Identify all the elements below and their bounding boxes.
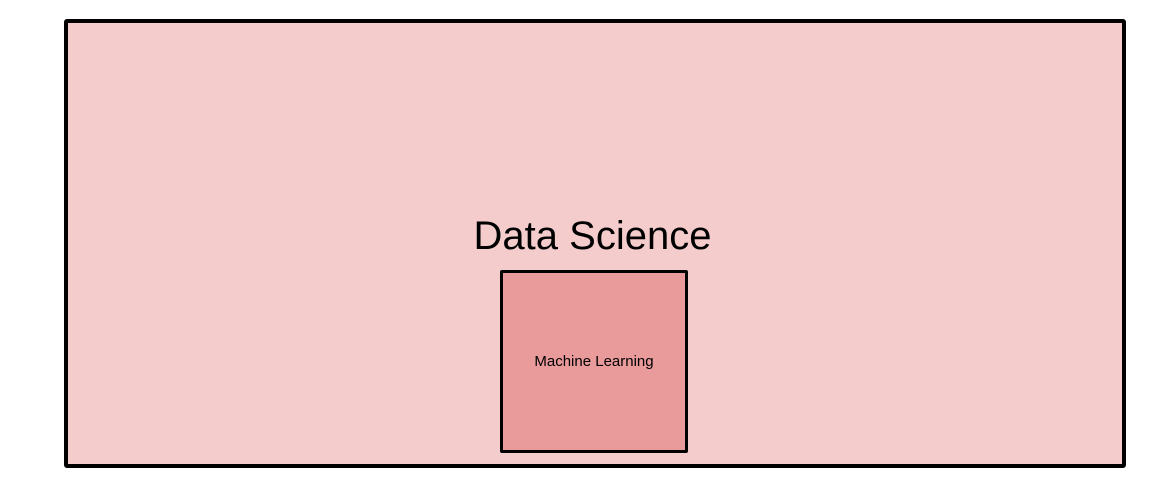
data-science-label: Data Science	[473, 214, 712, 258]
machine-learning-label: Machine Learning	[534, 353, 654, 370]
machine-learning-box	[500, 270, 688, 453]
